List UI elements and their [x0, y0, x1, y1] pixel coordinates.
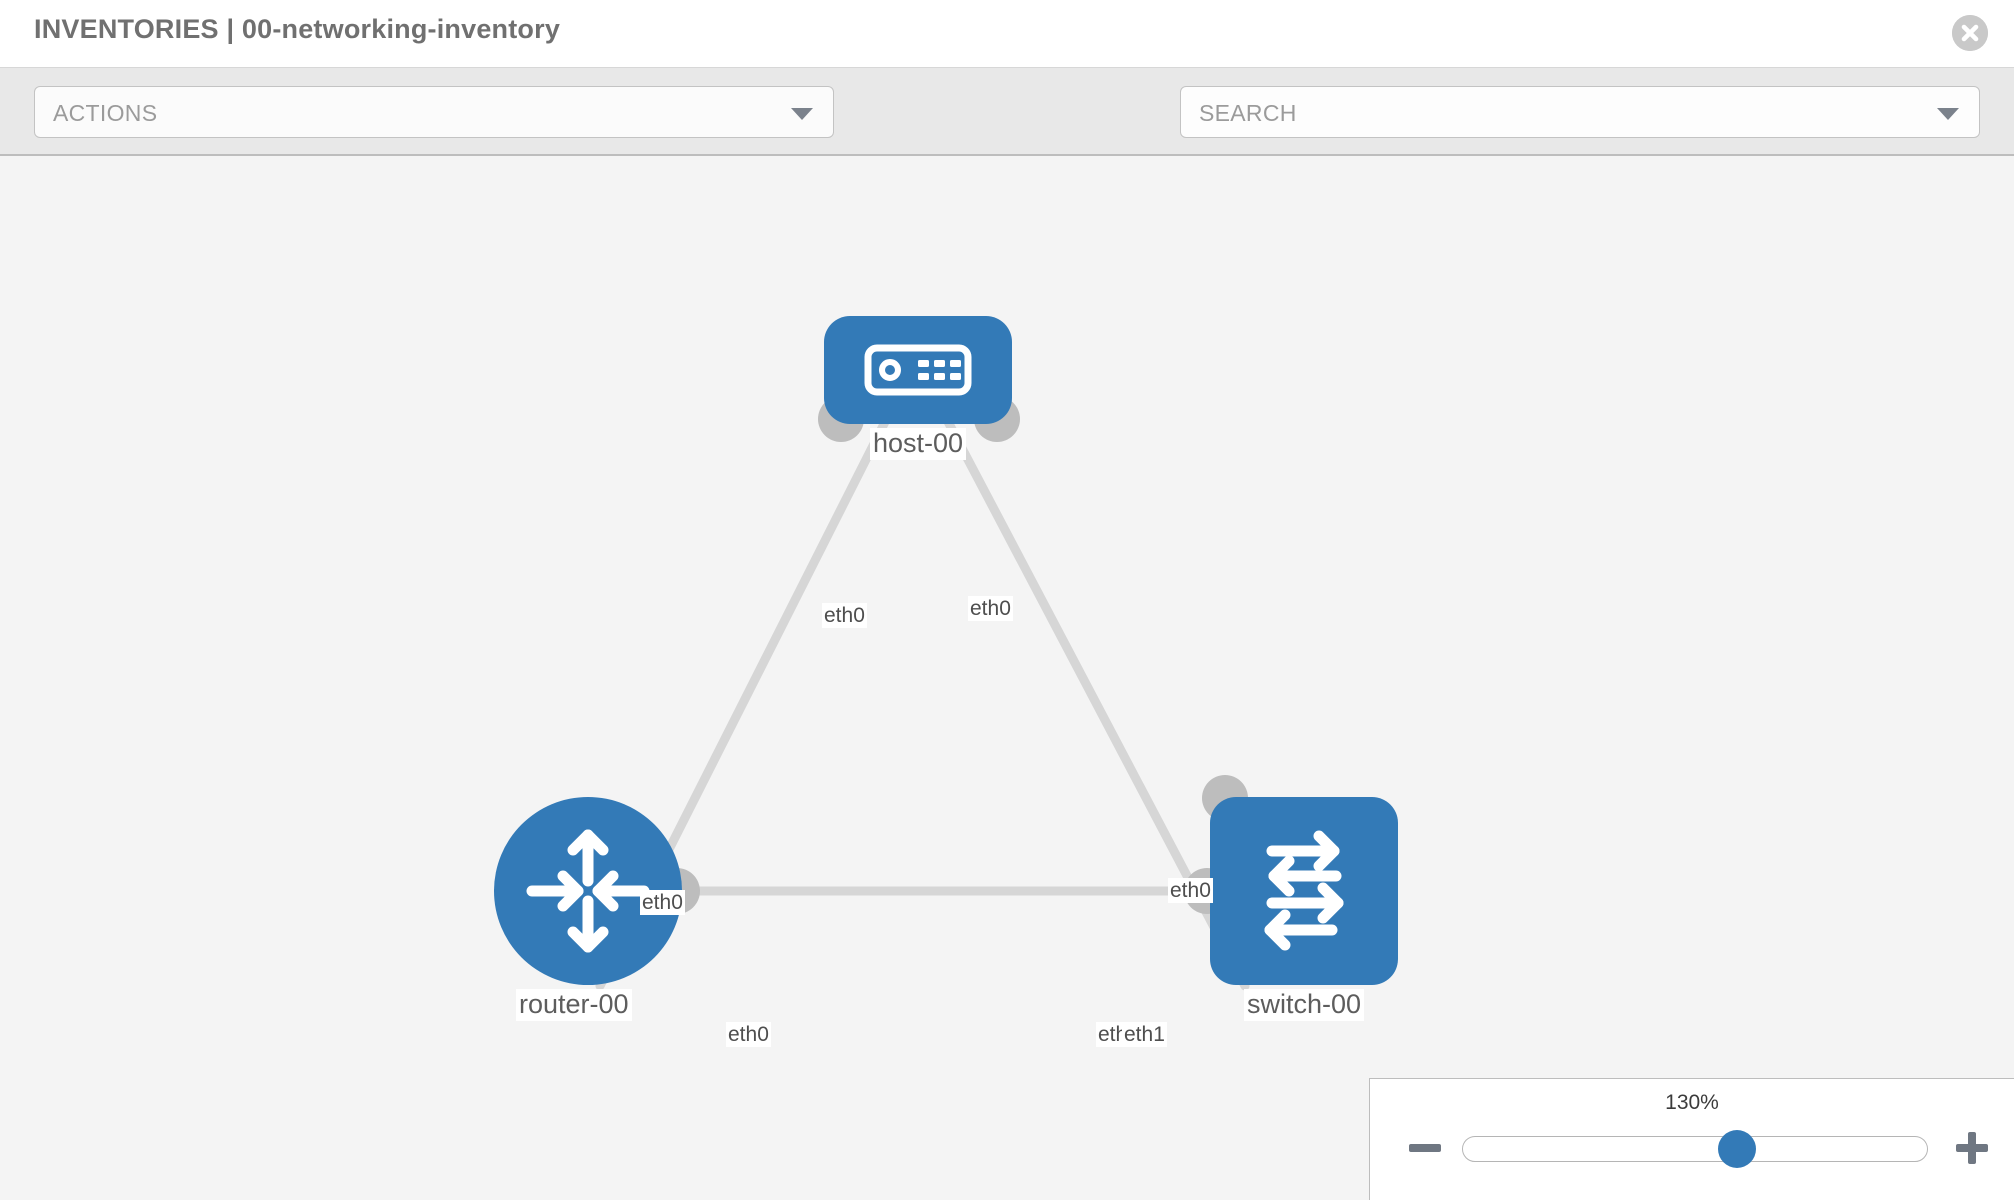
page-title: INVENTORIES | 00-networking-inventory — [34, 14, 561, 44]
if-label-router-right: eth0 — [726, 1022, 771, 1048]
if-label-switch-up: eth0 — [1168, 878, 1213, 904]
router-arrows-icon — [526, 829, 650, 953]
topology-node-switch-00[interactable]: switch-00 — [1184, 775, 1398, 1021]
page-header: INVENTORIES | 00-networking-inventory — [0, 0, 2014, 68]
if-label-router-up: eth0 — [640, 890, 685, 916]
zoom-level-value: 130% — [1665, 1091, 1719, 1114]
server-device-icon — [864, 344, 972, 396]
chevron-down-icon[interactable] — [1937, 108, 1959, 120]
zoom-slider-row — [1370, 1125, 2014, 1173]
switch-arrows-icon — [1264, 830, 1344, 951]
zoom-slider-track[interactable] — [1462, 1130, 1928, 1168]
zoom-slider-thumb[interactable] — [1717, 1130, 1756, 1168]
search-placeholder: SEARCH — [1199, 100, 1297, 126]
topology-node-host-00[interactable]: host-00 — [818, 316, 1020, 460]
topology-canvas[interactable]: host-00 eth0 eth0 — [0, 156, 2014, 1200]
if-label-host-left: eth0 — [822, 603, 867, 629]
plus-icon[interactable] — [1952, 1125, 1992, 1171]
if-label-switch-left: eth1 — [1122, 1022, 1167, 1048]
node-label-switch-00: switch-00 — [1244, 989, 1365, 1021]
switch-node-shape[interactable] — [1210, 797, 1398, 985]
toolbar: ACTIONS SEARCH — [0, 68, 2014, 193]
node-label-router-00: router-00 — [516, 989, 632, 1021]
zoom-control-panel: 130% — [1369, 1078, 2014, 1200]
close-icon[interactable] — [1952, 15, 1988, 51]
minus-icon[interactable] — [1405, 1125, 1445, 1171]
topology-edges — [595, 411, 1250, 991]
actions-dropdown[interactable]: ACTIONS — [34, 86, 834, 138]
actions-dropdown-label: ACTIONS — [53, 100, 158, 126]
chevron-down-icon — [791, 108, 813, 120]
search-input[interactable]: SEARCH — [1180, 86, 1980, 138]
node-label-host-00: host-00 — [870, 428, 967, 460]
host-node-shape[interactable] — [824, 316, 1012, 424]
if-label-host-right: eth0 — [968, 596, 1013, 622]
